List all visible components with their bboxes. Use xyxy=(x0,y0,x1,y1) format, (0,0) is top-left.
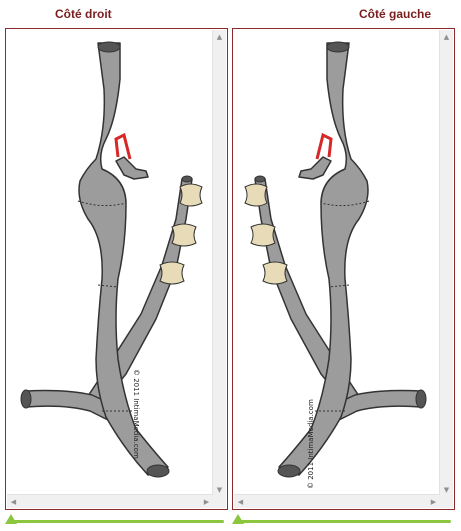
scroll-down-icon[interactable]: ▼ xyxy=(443,485,450,494)
slider-track[interactable] xyxy=(236,520,451,523)
external-carotid-artery xyxy=(115,156,149,180)
vertebra xyxy=(250,223,276,247)
scroll-left-icon[interactable]: ◀ xyxy=(237,497,244,506)
credit-text: © 2011 IntimaMedia.com xyxy=(132,369,140,459)
scroll-right-icon[interactable]: ▶ xyxy=(203,497,210,506)
occipital-vessel xyxy=(315,132,333,160)
title-left-side: Côté gauche xyxy=(359,7,432,21)
horizontal-scrollbar[interactable]: ◀ ▶ xyxy=(7,494,213,508)
slider-right-side[interactable] xyxy=(5,512,228,528)
credit-text: © 2011 IntimaMedia.com xyxy=(307,399,315,489)
scroll-up-icon[interactable]: ▲ xyxy=(216,32,223,41)
slider-left-side[interactable] xyxy=(232,512,455,528)
scroll-up-icon[interactable]: ▲ xyxy=(443,32,450,41)
occipital-vessel xyxy=(114,132,132,160)
slider-thumb-icon[interactable] xyxy=(232,514,244,524)
vertebra xyxy=(171,223,197,247)
scroll-down-icon[interactable]: ▼ xyxy=(216,485,223,494)
horizontal-scrollbar[interactable]: ◀ ▶ xyxy=(234,494,440,508)
slider-track[interactable] xyxy=(9,520,224,523)
title-right-side: Côté droit xyxy=(55,7,112,21)
external-carotid-artery xyxy=(298,156,332,180)
panel-right-side: © 2011 IntimaMedia.com ▲ ▼ ◀ ▶ xyxy=(5,28,228,510)
vertebra xyxy=(159,261,185,285)
right-carotid-vertebral-diagram: © 2011 IntimaMedia.com xyxy=(20,41,203,478)
vertical-scrollbar[interactable]: ▲ ▼ xyxy=(439,30,453,496)
scrollbar-corner xyxy=(213,495,226,508)
scroll-right-icon[interactable]: ▶ xyxy=(430,497,437,506)
scroll-left-icon[interactable]: ◀ xyxy=(10,497,17,506)
slider-thumb-icon[interactable] xyxy=(5,514,17,524)
vertical-scrollbar[interactable]: ▲ ▼ xyxy=(212,30,226,496)
vertebra xyxy=(262,261,288,285)
panel-left-side: © 2011 IntimaMedia.com ▲ ▼ ◀ ▶ xyxy=(232,28,455,510)
scrollbar-corner xyxy=(440,495,453,508)
left-carotid-vertebral-diagram: © 2011 IntimaMedia.com xyxy=(244,41,427,489)
vertebra xyxy=(179,183,203,207)
vertebra xyxy=(244,183,268,207)
